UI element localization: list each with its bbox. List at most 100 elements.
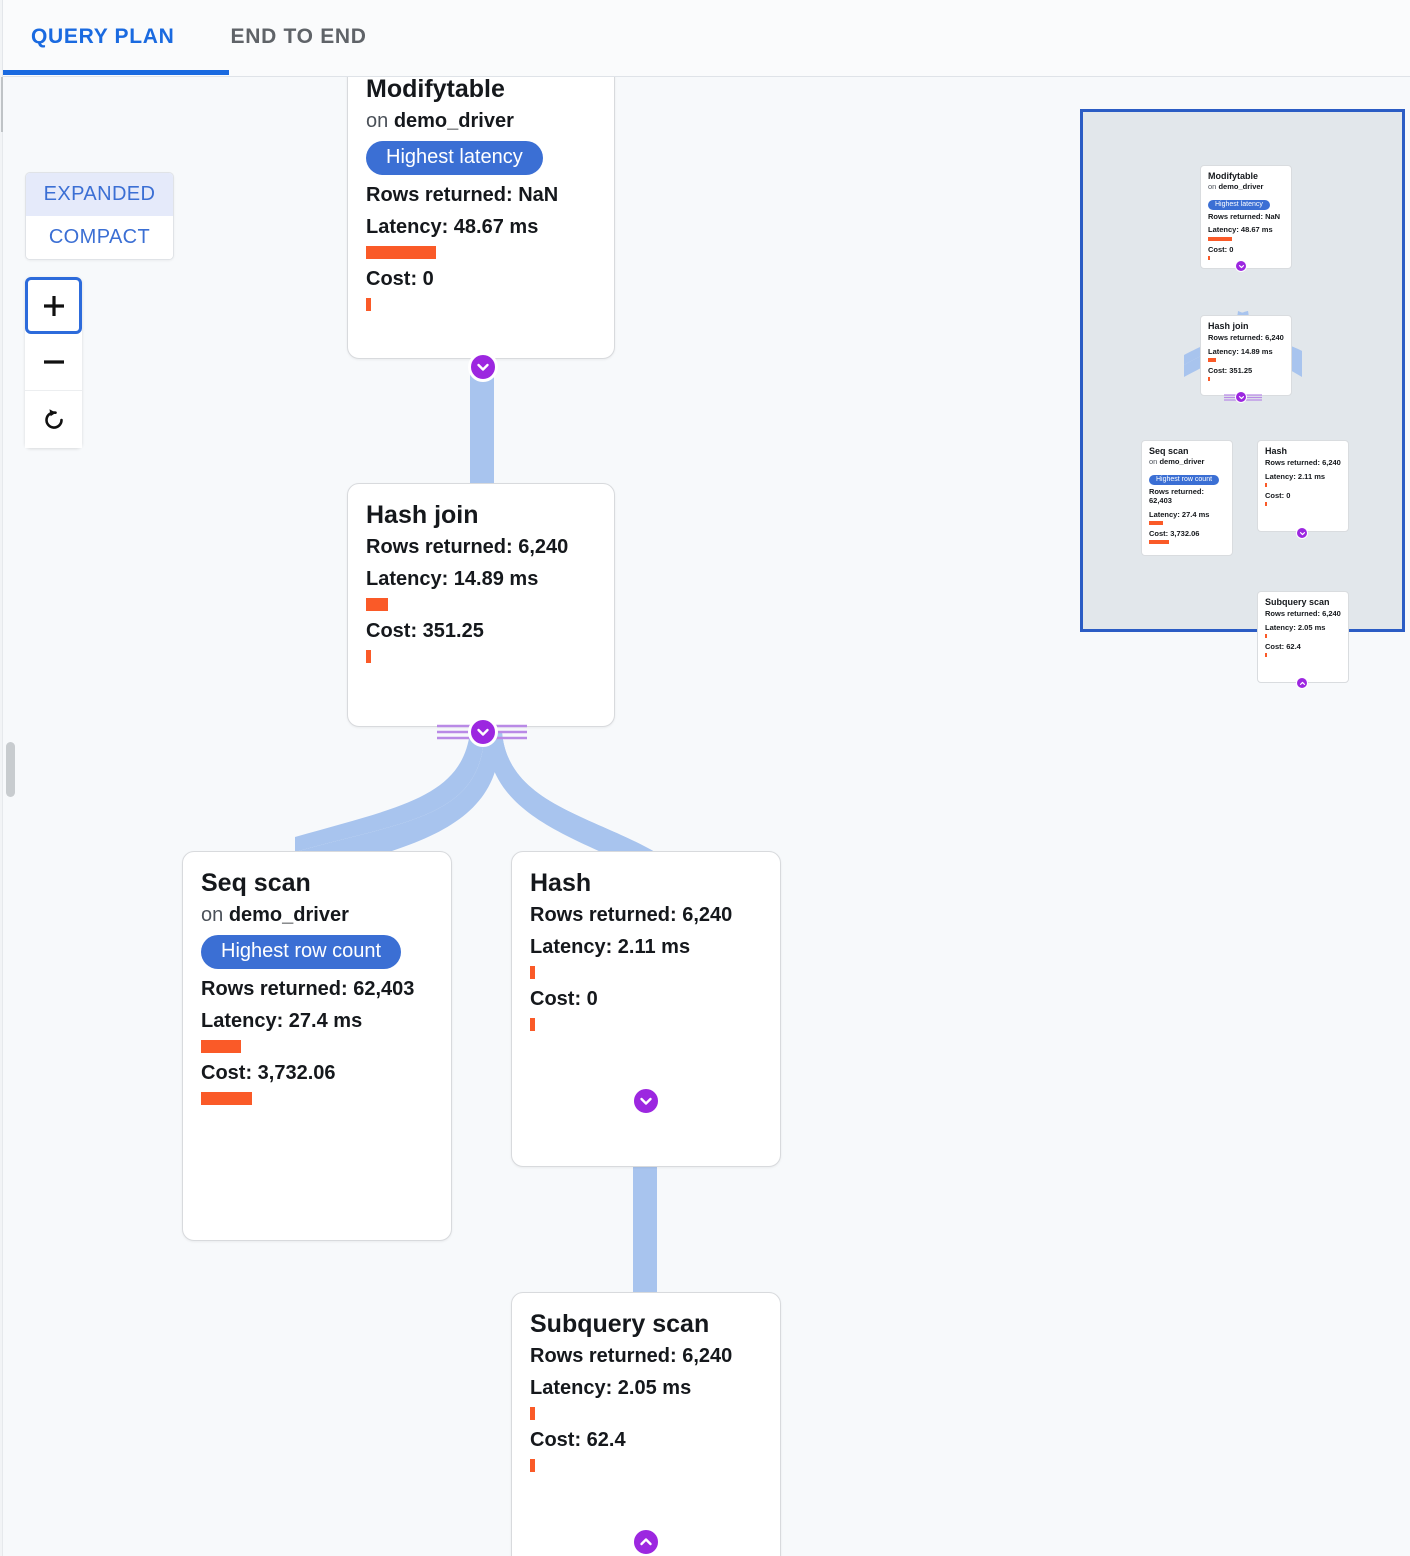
collapse-chevron-hash-join[interactable]	[468, 717, 498, 747]
node-relation-prefix: on	[366, 110, 389, 132]
minus-icon	[43, 360, 64, 364]
scrollbar-track-top	[1, 77, 3, 132]
node-title: Subquery scan	[530, 1310, 710, 1338]
minimap-node-latency: Latency: 48.67 ms	[1208, 225, 1273, 235]
minimap-latency-bar	[1208, 358, 1216, 362]
minimap-chevron-subquery-scan	[1296, 677, 1308, 689]
mode-expanded-button[interactable]: EXPANDED	[26, 173, 173, 216]
minimap-node-latency: Latency: 2.11 ms	[1265, 471, 1326, 481]
plan-canvas[interactable]: Modifytable on demo_driver Highest laten…	[0, 77, 1410, 1556]
node-latency-bar	[366, 246, 436, 259]
plan-node-hash-join[interactable]: Hash join Rows returned: 6,240 Latency: …	[347, 483, 615, 727]
collapse-chevron-modifytable[interactable]	[468, 352, 498, 382]
zoom-out-button[interactable]	[25, 334, 82, 391]
minimap-cost-bar	[1265, 502, 1267, 507]
zoom-in-button[interactable]	[25, 277, 82, 334]
minimap-node-title: Modifytable	[1208, 171, 1259, 181]
zoom-controls[interactable]	[25, 277, 82, 448]
node-title: Hash join	[366, 501, 479, 529]
minimap-node-subquery-scan[interactable]: Subquery scan Rows returned: 6,240 Laten…	[1257, 591, 1349, 683]
minimap[interactable]: Modifytable on demo_driver Highest laten…	[1080, 93, 1407, 689]
minimap-cost-bar	[1208, 377, 1210, 382]
minimap-node-latency: Latency: 27.4 ms	[1149, 509, 1210, 519]
minimap-node-badge: Highest latency	[1208, 199, 1270, 210]
active-tab-indicator	[3, 70, 229, 75]
minimap-node-hash-join[interactable]: Hash join Rows returned: 6,240 Latency: …	[1200, 315, 1292, 396]
vertical-scrollbar-thumb[interactable]	[6, 742, 15, 797]
node-badge: Highest row count	[201, 935, 402, 969]
minimap-node-rows: Rows returned: 6,240	[1265, 609, 1341, 619]
plan-node-seq-scan[interactable]: Seq scan on demo_driver Highest row coun…	[182, 851, 452, 1241]
minimap-chevron-hash	[1296, 527, 1308, 539]
minimap-node-cost: Cost: 3,732.06	[1149, 528, 1200, 538]
minimap-node-relation: on demo_driver	[1208, 182, 1285, 193]
minimap-node-rows: Rows returned: 6,240	[1208, 333, 1284, 343]
minimap-node-badge: Highest row count	[1149, 474, 1220, 485]
node-latency: Latency: 14.89 ms	[366, 568, 539, 590]
node-latency: Latency: 27.4 ms	[201, 1010, 363, 1032]
zoom-reset-button[interactable]	[25, 391, 82, 448]
node-relation: on demo_driver	[201, 904, 433, 927]
tab-end-to-end[interactable]: END TO END	[203, 0, 395, 74]
minimap-node-relation: on demo_driver	[1149, 457, 1226, 468]
minimap-node-cost: Cost: 0	[1208, 244, 1234, 254]
tab-list: QUERY PLAN END TO END	[3, 0, 395, 74]
plus-icon	[43, 295, 64, 316]
minimap-node-title: Hash join	[1208, 321, 1249, 331]
collapse-chevron-hash[interactable]	[631, 1086, 661, 1116]
minimap-relation-name: demo_driver	[1218, 182, 1264, 192]
minimap-node-rows: Rows returned: NaN	[1208, 211, 1281, 221]
node-latency-bar	[366, 598, 388, 611]
node-cost: Cost: 0	[530, 988, 598, 1010]
node-rows: Rows returned: 6,240	[530, 904, 733, 926]
node-latency-bar	[530, 1407, 535, 1420]
node-cost-bar	[530, 1459, 535, 1472]
mode-compact-button[interactable]: COMPACT	[26, 216, 173, 259]
node-cost: Cost: 3,732.06	[201, 1062, 336, 1084]
node-cost: Cost: 351.25	[366, 620, 484, 642]
node-latency: Latency: 2.11 ms	[530, 936, 691, 958]
minimap-node-cost: Cost: 0	[1265, 491, 1291, 500]
minimap-latency-bar	[1208, 236, 1232, 241]
tab-query-plan[interactable]: QUERY PLAN	[3, 0, 203, 74]
minimap-node-title: Seq scan	[1149, 446, 1189, 456]
expand-chevron-subquery-scan[interactable]	[631, 1527, 661, 1556]
node-cost-bar	[366, 298, 371, 311]
minimap-node-seq-scan[interactable]: Seq scan on demo_driver Highest row coun…	[1141, 440, 1233, 556]
display-mode-toggle[interactable]: EXPANDED COMPACT	[25, 172, 174, 260]
minimap-node-hash[interactable]: Hash Rows returned: 6,240 Latency: 2.11 …	[1257, 440, 1349, 532]
node-relation: on demo_driver	[366, 110, 596, 133]
minimap-chevron-hash-join	[1235, 391, 1247, 403]
minimap-node-rows: Rows returned: 6,240	[1265, 458, 1341, 468]
node-cost: Cost: 0	[366, 268, 434, 290]
node-latency-bar	[201, 1040, 241, 1053]
minimap-node-latency: Latency: 14.89 ms	[1208, 346, 1273, 356]
minimap-relation-prefix: on	[1149, 457, 1158, 467]
node-cost-bar	[366, 650, 371, 663]
minimap-node-cost: Cost: 351.25	[1208, 366, 1253, 375]
node-rows: Rows returned: 6,240	[366, 536, 569, 558]
node-latency: Latency: 2.05 ms	[530, 1377, 692, 1399]
node-cost-bar	[201, 1092, 252, 1105]
minimap-node-modifytable[interactable]: Modifytable on demo_driver Highest laten…	[1200, 165, 1292, 269]
minimap-latency-bar	[1265, 483, 1267, 487]
minimap-cost-bar	[1208, 255, 1210, 260]
minimap-node-title: Subquery scan	[1265, 597, 1330, 607]
minimap-node-cost: Cost: 62.4	[1265, 642, 1301, 651]
tab-bar: QUERY PLAN END TO END	[0, 0, 1410, 77]
node-rows: Rows returned: NaN	[366, 184, 559, 206]
node-relation-name: demo_driver	[393, 110, 514, 132]
minimap-chevron-modifytable	[1235, 260, 1247, 272]
plan-node-subquery-scan[interactable]: Subquery scan Rows returned: 6,240 Laten…	[511, 1292, 781, 1556]
minimap-relation-name: demo_driver	[1159, 457, 1205, 467]
node-title: Modifytable	[366, 77, 505, 103]
plan-node-modifytable[interactable]: Modifytable on demo_driver Highest laten…	[347, 77, 615, 359]
minimap-latency-bar	[1149, 520, 1163, 525]
minimap-cost-bar	[1265, 653, 1267, 658]
node-latency-bar	[530, 966, 535, 979]
reset-icon	[44, 408, 63, 429]
node-latency: Latency: 48.67 ms	[366, 216, 539, 238]
node-rows: Rows returned: 62,403	[201, 978, 415, 1000]
plan-node-hash[interactable]: Hash Rows returned: 6,240 Latency: 2.11 …	[511, 851, 781, 1167]
